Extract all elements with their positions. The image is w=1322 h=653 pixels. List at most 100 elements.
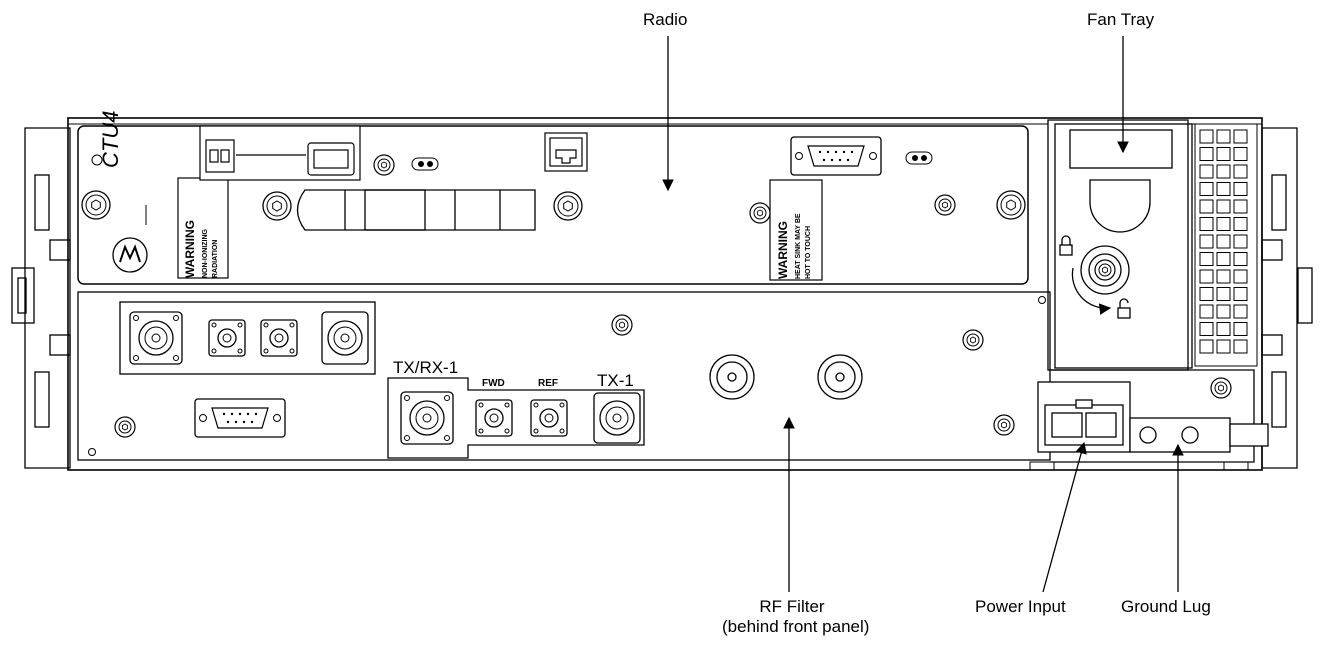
thumbscrew-icon [553, 191, 583, 221]
power-input-connector [1037, 381, 1131, 453]
radio-module: CTU4 WARNING NON-IONIZING RADIATION [77, 111, 1029, 285]
led-indicator-icon [411, 157, 439, 171]
vent-cell [1199, 147, 1214, 161]
callout-rf-filter-line2: (behind front panel) [722, 617, 870, 636]
vent-cell [1199, 199, 1214, 214]
sma-connector-icon [208, 319, 246, 357]
screw-icon [373, 154, 395, 176]
callout-rf-filter-line1: RF Filter [759, 597, 825, 616]
sma-connector-icon [260, 319, 298, 357]
vent-cell [1233, 182, 1248, 196]
vent-cell [1216, 129, 1231, 144]
model-label: CTU4 [98, 111, 123, 168]
screw-icon [962, 329, 984, 351]
front-panel [77, 291, 1255, 463]
vent-cell [1216, 164, 1231, 179]
vent-cells [1199, 129, 1248, 354]
screw-icon [1210, 377, 1232, 399]
fan-tray [1047, 119, 1193, 371]
svg-text:WARNING: WARNING [776, 221, 790, 279]
ref-port-icon[interactable] [530, 399, 568, 437]
svg-text:HEAT SINK MAY BE: HEAT SINK MAY BE [795, 213, 802, 279]
port-label-ref: REF [538, 378, 558, 389]
warning-label-radiation: WARNING NON-IONIZING RADIATION [177, 177, 229, 279]
screw-icon [749, 202, 771, 224]
rf-filter-ports [709, 354, 863, 400]
screw-icon [993, 414, 1015, 436]
vent-cell [1199, 182, 1214, 196]
unlock-icon [1117, 298, 1131, 319]
vent-cell [1216, 322, 1231, 336]
serial-port-icon [790, 136, 882, 176]
ethernet-port-icon [544, 132, 588, 172]
vent-cell [1216, 252, 1231, 266]
svg-text:WARNING: WARNING [183, 220, 197, 278]
thumbscrew-icon [996, 190, 1026, 220]
radio-handle [296, 189, 536, 231]
vent-grid [1194, 123, 1258, 367]
motorola-logo [112, 237, 148, 273]
vent-cell [1233, 339, 1248, 354]
mounting-ear-left [11, 127, 71, 469]
chassis-feet [1029, 461, 1249, 471]
vent-cell [1199, 322, 1214, 336]
callout-fan-tray: Fan Tray [1087, 10, 1155, 29]
callout-rf-filter: RF Filter (behind front panel) [722, 597, 870, 637]
vent-cell [1233, 129, 1248, 144]
antenna-connector-group [119, 301, 376, 375]
vent-cell [1199, 269, 1214, 284]
vent-cell [1233, 147, 1248, 161]
rf-port-group: TX/RX-1 FWD REF TX-1 [387, 358, 645, 459]
screw-icon [611, 314, 633, 336]
screw-icon [934, 194, 956, 216]
serial-port-icon [194, 398, 286, 438]
lock-icon [1059, 235, 1073, 256]
vent-cell [1199, 164, 1214, 179]
vent-cell [1233, 269, 1248, 284]
thumbscrew-icon [262, 191, 292, 221]
vent-cell [1233, 304, 1248, 319]
vent-cell [1216, 304, 1231, 319]
vent-cell [1233, 164, 1248, 179]
port-label-txrx: TX/RX-1 [393, 358, 458, 377]
txrx-port-icon[interactable] [400, 391, 454, 445]
vent-cell [1233, 252, 1248, 266]
callout-power-input: Power Input [975, 597, 1066, 616]
vent-cell [1199, 234, 1214, 249]
vent-cell [1216, 339, 1231, 354]
callout-radio: Radio [643, 10, 688, 29]
mounting-ear-right [1261, 127, 1313, 469]
ground-lug [1129, 417, 1269, 453]
svg-text:NON-IONIZING: NON-IONIZING [202, 228, 209, 278]
port-label-tx: TX-1 [597, 371, 634, 390]
vent-cell [1199, 217, 1214, 231]
warning-label-heat: WARNING HEAT SINK MAY BE HOT TO TOUCH [769, 179, 823, 281]
sfp-connector-block [199, 125, 361, 181]
svg-text:RADIATION: RADIATION [212, 240, 219, 278]
vent-cell [1199, 129, 1214, 144]
vent-cell [1233, 322, 1248, 336]
callout-leaders [662, 36, 1184, 593]
vent-cell [1199, 287, 1214, 301]
chassis-frame [67, 117, 1263, 471]
thumbscrew-icon [81, 190, 111, 220]
vent-cell [1216, 287, 1231, 301]
callout-ground-lug: Ground Lug [1121, 597, 1211, 616]
port-label-fwd: FWD [482, 378, 505, 389]
vent-cell [1199, 304, 1214, 319]
vent-cell [1216, 269, 1231, 284]
vent-cell [1216, 217, 1231, 231]
vent-cell [1233, 234, 1248, 249]
vent-cell [1233, 287, 1248, 301]
vent-cell [1233, 217, 1248, 231]
vent-cell [1216, 147, 1231, 161]
vent-cell [1216, 199, 1231, 214]
screw-icon [114, 416, 136, 438]
vent-cell [1216, 182, 1231, 196]
svg-text:HOT TO TOUCH: HOT TO TOUCH [805, 226, 812, 279]
fwd-port-icon[interactable] [475, 399, 513, 437]
vent-cell [1233, 199, 1248, 214]
vent-cell [1216, 234, 1231, 249]
vent-cell [1199, 339, 1214, 354]
